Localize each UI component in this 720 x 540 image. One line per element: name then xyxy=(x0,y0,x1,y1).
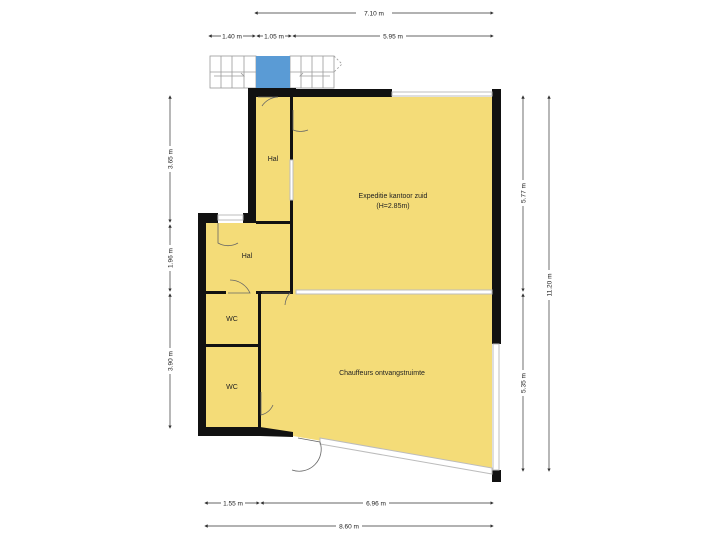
wc-2-floor xyxy=(206,346,260,427)
window-right xyxy=(492,343,500,471)
chauffeurs-floor xyxy=(260,293,492,470)
room-label-chauffeurs: Chauffeurs ontvangstruimte xyxy=(339,370,425,377)
window-hal-side xyxy=(289,159,294,201)
window-partition xyxy=(295,289,493,295)
wc-1-floor xyxy=(206,293,260,346)
dim-left-2: 1.96 m xyxy=(168,248,175,268)
dim-bottom-seg-1: 1.55 m xyxy=(223,501,243,508)
dimension-labels: 7.10 m 1.40 m 1.05 m 5.95 m 3.65 m 1.96 … xyxy=(166,9,554,531)
dim-right-1: 5.77 m xyxy=(521,183,528,203)
window-top-right xyxy=(391,91,493,97)
dim-left-1: 3.65 m xyxy=(168,149,175,169)
window-hal-left xyxy=(217,214,244,221)
room-label-expeditie-height: (H=2.85m) xyxy=(376,203,409,210)
expeditie-floor xyxy=(293,97,492,293)
room-labels: Hal Expeditie kantoor zuid (H=2.85m) Hal… xyxy=(226,156,427,391)
dim-left-3: 3.90 m xyxy=(168,351,175,371)
dim-bottom-total: 8.60 m xyxy=(339,524,359,531)
dim-right-2: 5.35 m xyxy=(521,373,528,393)
doors xyxy=(217,96,322,472)
dim-right-total: 11.20 m xyxy=(547,273,554,296)
room-label-wc-1: WC xyxy=(226,316,238,323)
dim-top-total: 7.10 m xyxy=(364,11,384,18)
room-label-expeditie: Expeditie kantoor zuid xyxy=(359,193,428,200)
dim-top-seg-1: 1.40 m xyxy=(222,34,242,41)
dim-top-seg-3: 5.95 m xyxy=(383,34,403,41)
room-label-hal-lower: Hal xyxy=(242,253,253,260)
room-label-hal-upper: Hal xyxy=(268,156,279,163)
stair-landing xyxy=(256,56,290,88)
dim-top-seg-2: 1.05 m xyxy=(264,34,284,41)
room-label-wc-2: WC xyxy=(226,384,238,391)
hal-upper-floor xyxy=(256,97,293,223)
dim-bottom-seg-2: 6.96 m xyxy=(366,501,386,508)
hal-lower-floor xyxy=(206,223,293,293)
floor-areas xyxy=(206,97,492,470)
